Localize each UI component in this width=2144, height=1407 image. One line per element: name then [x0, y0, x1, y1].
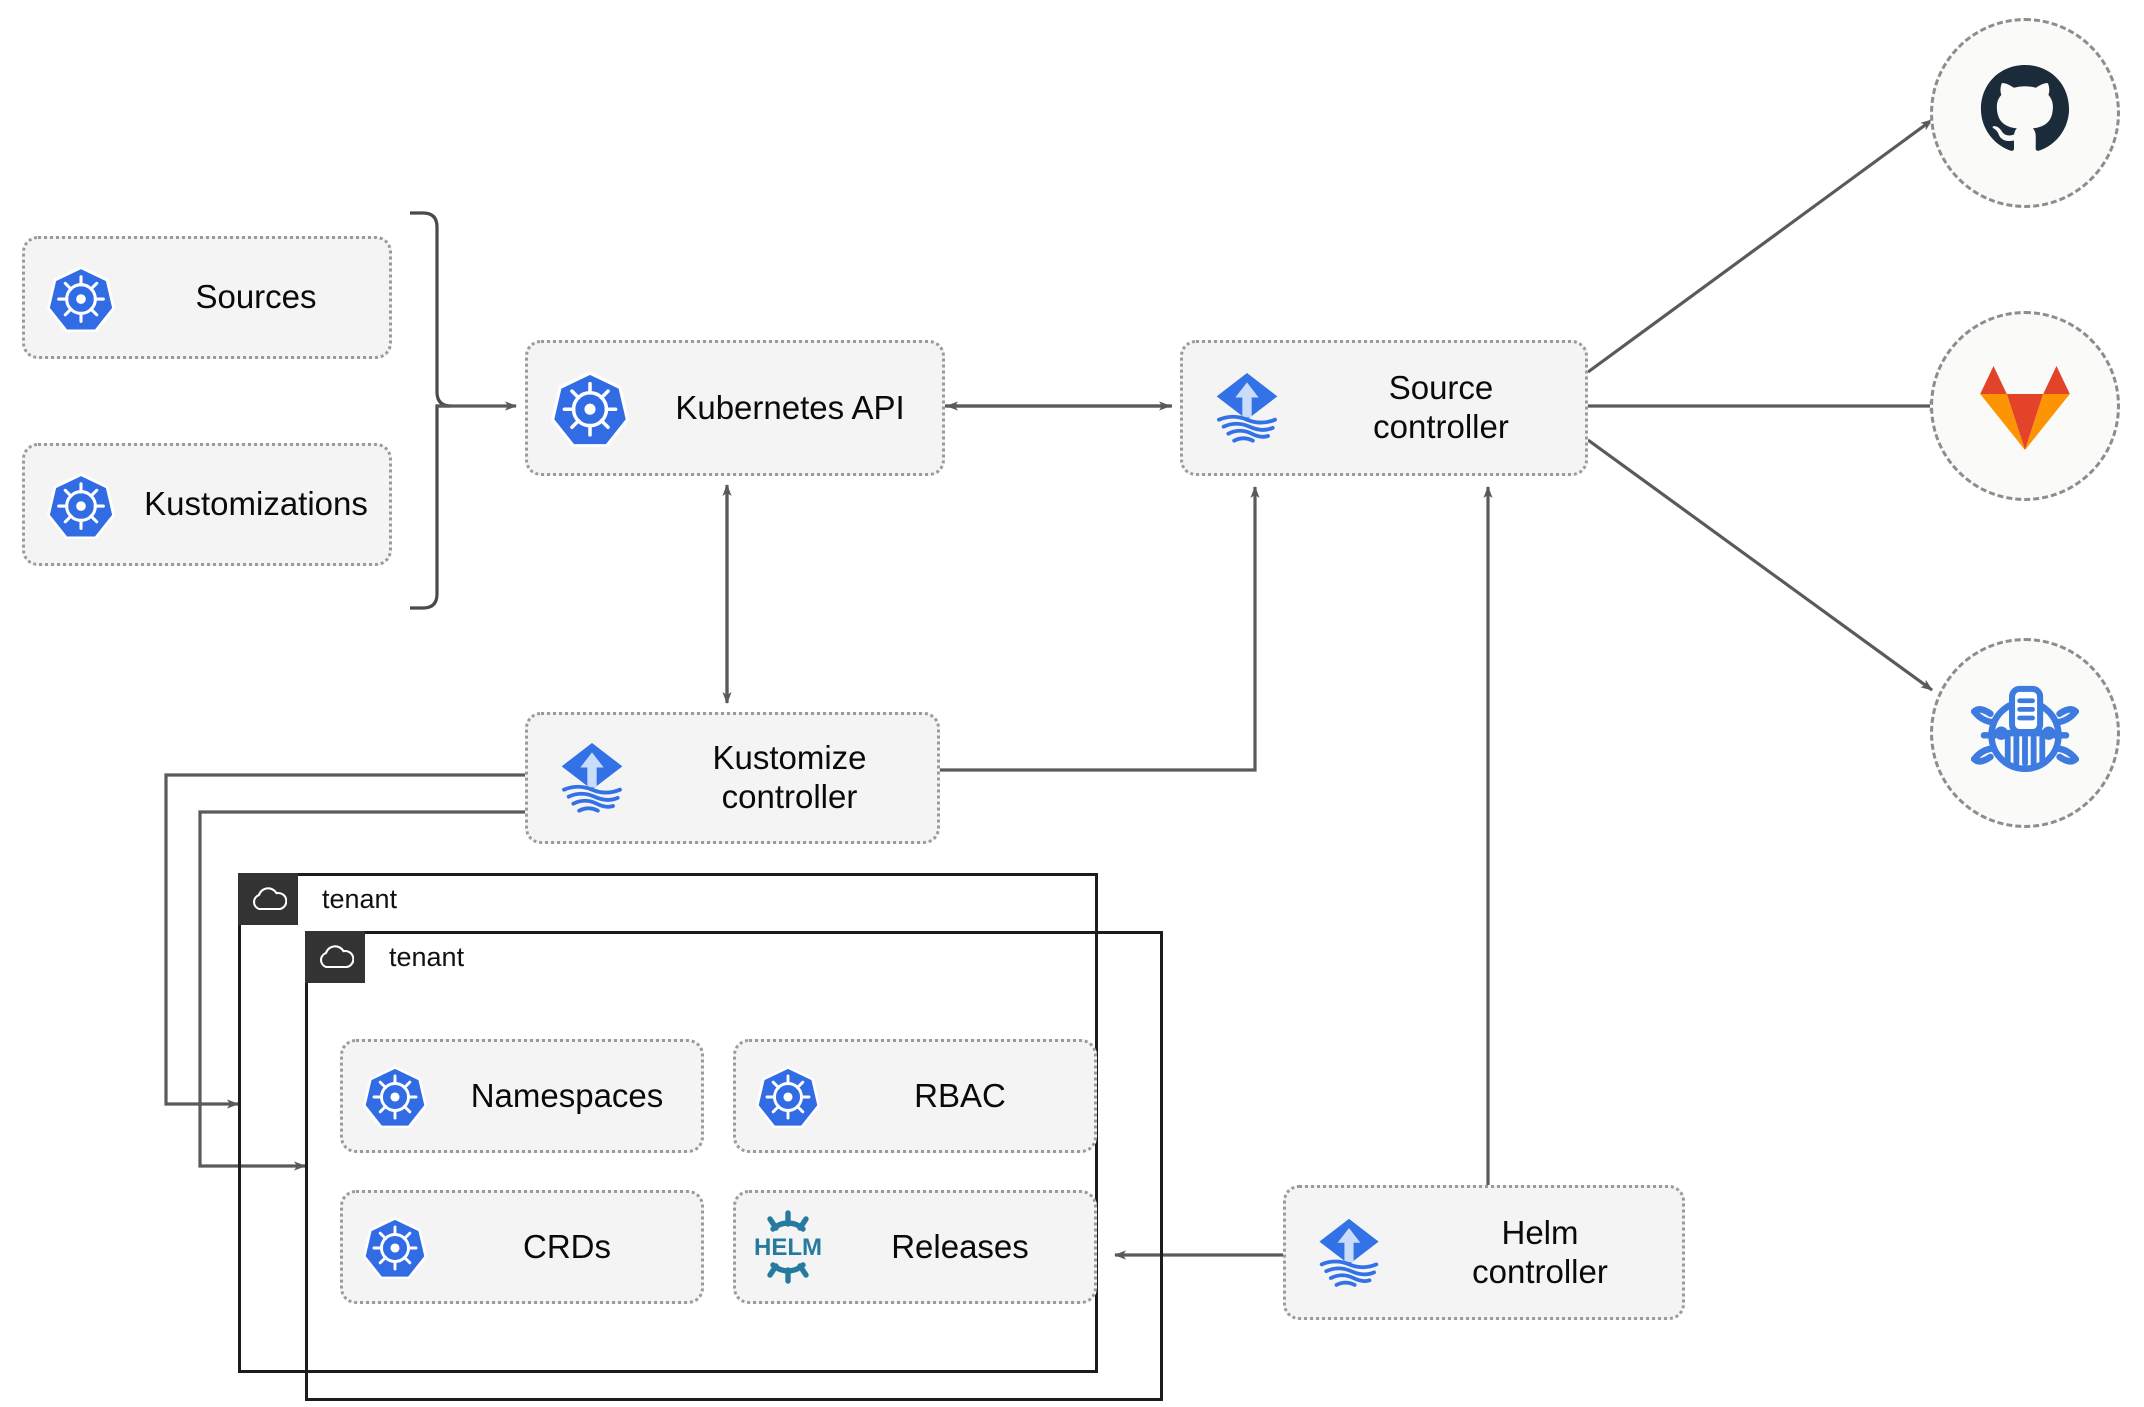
node-source-controller-label: Source controller	[1373, 369, 1509, 445]
tenant-inner-label: tenant	[389, 941, 465, 972]
node-kubernetes-api-label: Kubernetes API	[675, 388, 905, 426]
tenant-outer-header: tenant	[238, 873, 397, 925]
node-kustomize-controller[interactable]: Kustomize controller	[525, 712, 940, 844]
node-releases[interactable]: HELM Releases	[733, 1190, 1097, 1304]
node-namespaces-label: Namespaces	[470, 1076, 664, 1114]
node-kubernetes-api[interactable]: Kubernetes API	[525, 340, 945, 476]
node-kustomizations[interactable]: Kustomizations	[22, 443, 392, 566]
provider-gitlab[interactable]	[1930, 311, 2120, 501]
kubernetes-icon	[343, 1215, 447, 1279]
kubernetes-icon	[528, 369, 652, 447]
tenant-inner: tenant	[305, 931, 1163, 1401]
tenant-outer-label: tenant	[322, 883, 398, 914]
flux-icon	[1286, 1212, 1412, 1294]
provider-github[interactable]	[1930, 18, 2120, 208]
node-kustomizations-label: Kustomizations	[144, 485, 368, 523]
kubernetes-icon	[25, 471, 137, 539]
kubernetes-icon	[736, 1064, 840, 1128]
github-icon	[1977, 63, 2073, 164]
svg-text:HELM: HELM	[754, 1234, 822, 1261]
kubernetes-icon	[25, 264, 137, 332]
node-kustomize-controller-label: Kustomize controller	[712, 739, 867, 815]
gitlab-icon	[1973, 354, 2077, 459]
kubernetes-icon	[343, 1064, 447, 1128]
node-helm-controller[interactable]: Helm controller	[1283, 1185, 1685, 1320]
cloud-icon	[305, 931, 365, 983]
bucket-icon	[1969, 677, 2081, 790]
node-crds-label: CRDs	[523, 1227, 611, 1265]
node-crds[interactable]: CRDs	[340, 1190, 704, 1304]
node-namespaces[interactable]: Namespaces	[340, 1039, 704, 1153]
node-source-controller[interactable]: Source controller	[1180, 340, 1588, 476]
tenant-inner-header: tenant	[305, 931, 464, 983]
provider-bucket[interactable]	[1930, 638, 2120, 828]
node-sources[interactable]: Sources	[22, 236, 392, 359]
cloud-icon	[238, 873, 298, 925]
node-rbac[interactable]: RBAC	[733, 1039, 1097, 1153]
node-rbac-label: RBAC	[914, 1076, 1006, 1114]
node-helm-controller-label: Helm controller	[1472, 1213, 1608, 1290]
flux-icon	[1183, 366, 1311, 450]
node-sources-label: Sources	[195, 278, 317, 316]
node-releases-label: Releases	[891, 1227, 1029, 1265]
flux-icon	[528, 736, 656, 820]
helm-icon: HELM	[736, 1207, 840, 1287]
